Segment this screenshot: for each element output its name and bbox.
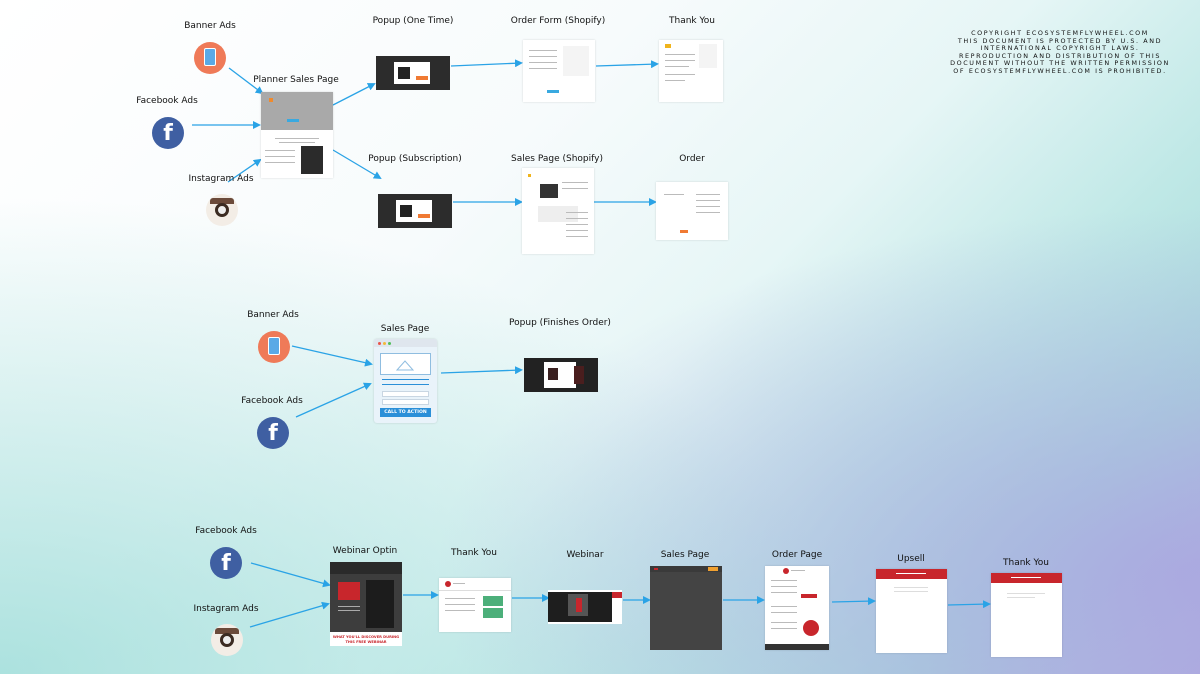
sales-page-label: Sales Page xyxy=(380,324,430,334)
planner-sales-page-label: Planner Sales Page xyxy=(253,75,339,85)
facebook-ads-label: Facebook Ads xyxy=(136,96,198,106)
order-form-shopify-thumbnail xyxy=(523,40,595,102)
copyright-line: DOCUMENT WITHOUT THE WRITTEN PERMISSION xyxy=(950,59,1170,68)
instagram-icon xyxy=(211,624,243,656)
popup-finishes-order-thumbnail xyxy=(524,358,598,392)
facebook-icon: f xyxy=(152,117,184,149)
copyright-line: COPYRIGHT ECOSYSTEMFLYWHEEL.COM xyxy=(971,29,1149,37)
arrow xyxy=(595,60,659,69)
copyright-line: THIS DOCUMENT IS PROTECTED BY U.S. AND xyxy=(957,36,1163,45)
thank-you-thumbnail xyxy=(991,573,1062,657)
arrow xyxy=(227,158,262,183)
facebook-icon: f xyxy=(210,547,242,579)
banner-ads-label: Banner Ads xyxy=(184,21,236,31)
arrow xyxy=(332,83,376,106)
arrow xyxy=(450,59,523,68)
webinar-optin-thumbnail: WHAT YOU'LL DISCOVER DURING THIS FREE WE… xyxy=(330,562,402,646)
popup-one-time-thumbnail xyxy=(376,56,450,90)
sales-page-wireframe: CALL TO ACTION xyxy=(374,339,437,423)
sales-page-shopify-label: Sales Page (Shopify) xyxy=(511,154,603,164)
sales-page-label: Sales Page xyxy=(660,550,710,560)
arrow xyxy=(228,67,264,95)
order-form-shopify-label: Order Form (Shopify) xyxy=(510,16,606,26)
arrow xyxy=(291,345,373,367)
arrow xyxy=(947,600,991,609)
popup-subscription-label: Popup (Subscription) xyxy=(368,154,462,164)
order-page-thumbnail xyxy=(765,566,829,650)
copyright-line: INTERNATIONAL COPYRIGHT LAWS. xyxy=(980,44,1140,53)
thank-you-thumbnail xyxy=(439,578,511,632)
facebook-ads-label: Facebook Ads xyxy=(195,526,257,536)
order-label: Order xyxy=(679,154,705,164)
optin-banner-text: WHAT YOU'LL DISCOVER DURING THIS FREE WE… xyxy=(330,632,402,646)
banner-ads-icon xyxy=(258,331,290,363)
facebook-icon: f xyxy=(257,417,289,449)
popup-finishes-order-label: Popup (Finishes Order) xyxy=(509,318,611,328)
arrow xyxy=(332,149,382,180)
instagram-ads-label: Instagram Ads xyxy=(193,604,259,614)
copyright-line: REPRODUCTION AND DISTRIBUTION OF THIS xyxy=(959,51,1161,60)
banner-ads-icon xyxy=(194,42,226,74)
arrow xyxy=(250,562,331,588)
popup-subscription-thumbnail xyxy=(378,194,452,228)
arrow xyxy=(249,601,330,628)
sales-page-shopify-thumbnail xyxy=(522,168,594,254)
arrow xyxy=(295,382,372,418)
upsell-label: Upsell xyxy=(897,554,925,564)
image-placeholder-icon xyxy=(380,353,431,375)
thank-you-label: Thank You xyxy=(668,16,716,26)
webinar-optin-label: Webinar Optin xyxy=(332,546,398,556)
instagram-ads-label: Instagram Ads xyxy=(188,174,254,184)
thank-you-thumbnail xyxy=(659,40,723,102)
planner-sales-page-thumbnail xyxy=(261,92,333,178)
instagram-icon xyxy=(206,194,238,226)
webinar-thumbnail xyxy=(548,590,622,624)
webinar-label: Webinar xyxy=(566,550,604,560)
popup-one-time-label: Popup (One Time) xyxy=(372,16,454,26)
thank-you-label: Thank You xyxy=(1002,558,1050,568)
upsell-thumbnail xyxy=(876,569,947,653)
arrow xyxy=(831,597,876,606)
banner-ads-label: Banner Ads xyxy=(247,310,299,320)
copyright-notice: COPYRIGHT ECOSYSTEMFLYWHEEL.COM THIS DOC… xyxy=(950,29,1170,76)
copyright-line: OF ECOSYSTEMFLYWHEEL.COM IS PROHIBITED. xyxy=(953,66,1167,75)
thank-you-label: Thank You xyxy=(450,548,498,558)
arrow xyxy=(440,366,523,375)
call-to-action-button: CALL TO ACTION xyxy=(380,408,431,417)
sales-page-thumbnail xyxy=(650,566,722,650)
facebook-ads-label: Facebook Ads xyxy=(241,396,303,406)
order-thumbnail xyxy=(656,182,728,240)
order-page-label: Order Page xyxy=(771,550,823,560)
